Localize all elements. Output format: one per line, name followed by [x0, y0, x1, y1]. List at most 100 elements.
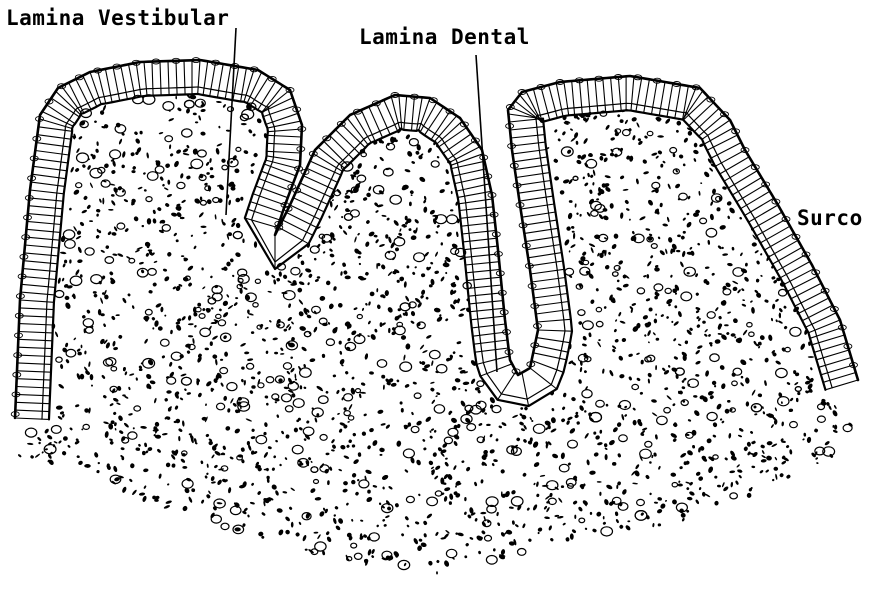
mesenchyme-dot [653, 452, 657, 457]
mesenchyme-cell [146, 197, 152, 202]
mesenchyme-dot [738, 434, 743, 437]
mesenchyme-dot [376, 524, 379, 527]
mesenchyme-dot [280, 347, 284, 351]
mesenchyme-dot [683, 163, 686, 166]
mesenchyme-dot [220, 382, 224, 387]
mesenchyme-dot [295, 532, 301, 538]
epithelial-cell-wall [17, 363, 51, 365]
mesenchyme-dot [267, 446, 272, 450]
mesenchyme-dot [709, 342, 713, 345]
epithelial-cell-wall [768, 240, 798, 257]
mesenchyme-dot [113, 397, 120, 402]
mesenchyme-dot [284, 529, 290, 535]
mesenchyme-dot [775, 360, 781, 365]
mesenchyme-dot [57, 277, 61, 284]
mesenchyme-dot [570, 137, 576, 143]
mesenchyme-dot [99, 198, 103, 203]
mesenchyme-dot [576, 159, 582, 165]
mesenchyme-dot [422, 439, 426, 443]
mesenchyme-dot [78, 136, 83, 141]
mesenchyme-cell [83, 319, 93, 327]
mesenchyme-dot [305, 268, 312, 274]
mesenchyme-dot [673, 338, 677, 342]
mesenchyme-cell [163, 102, 174, 111]
mesenchyme-dot [48, 459, 55, 466]
mesenchyme-dot [605, 454, 608, 460]
mesenchyme-dot [264, 327, 268, 330]
mesenchyme-dot [382, 487, 384, 490]
mesenchyme-cell [818, 404, 825, 410]
mesenchyme-dot [600, 153, 607, 157]
mesenchyme-dot [403, 355, 406, 361]
mesenchyme-dot [726, 332, 730, 336]
mesenchyme-dot [405, 343, 410, 350]
mesenchyme-dot [422, 350, 428, 354]
mesenchyme-dot [138, 443, 142, 447]
epithelial-cell-wall [18, 355, 52, 356]
mesenchyme-dot [220, 359, 223, 361]
mesenchyme-dot [474, 481, 478, 486]
mesenchyme-cell [255, 279, 260, 283]
mesenchyme-dot [478, 422, 483, 426]
epithelial-cell-wall [749, 205, 778, 222]
mesenchyme-dot [491, 463, 495, 467]
mesenchyme-dot [357, 162, 363, 169]
mesenchyme-dot [337, 517, 344, 524]
mesenchyme-dot [136, 246, 143, 250]
mesenchyme-dot [212, 354, 218, 359]
mesenchyme-dot [796, 398, 799, 402]
epithelial-cell-wall [741, 191, 770, 208]
mesenchyme-dot [257, 370, 262, 375]
mesenchyme-dot [457, 298, 460, 304]
mesenchyme-dot [573, 132, 579, 139]
mesenchyme-dot [317, 276, 321, 279]
mesenchyme-dot [426, 334, 433, 339]
mesenchyme-dot [659, 249, 666, 256]
mesenchyme-cell [657, 416, 668, 424]
mesenchyme-dot [681, 517, 685, 521]
mesenchyme-dot [651, 152, 658, 156]
mesenchyme-dot [281, 430, 285, 434]
mesenchyme-dot [542, 485, 549, 487]
mesenchyme-cell [751, 404, 761, 412]
mesenchyme-dot [624, 405, 628, 408]
mesenchyme-dot [161, 355, 165, 359]
mesenchyme-dot [722, 482, 726, 488]
mesenchyme-dot [458, 367, 462, 369]
mesenchyme-dot [302, 534, 307, 541]
mesenchyme-dot [832, 409, 839, 417]
mesenchyme-dot [257, 490, 262, 495]
mesenchyme-dot [318, 510, 325, 517]
mesenchyme-dot [571, 529, 576, 534]
mesenchyme-dot [212, 335, 219, 341]
mesenchyme-dot [351, 376, 355, 380]
mesenchyme-dot [291, 522, 294, 528]
mesenchyme-dot [247, 310, 250, 314]
mesenchyme-dot [501, 421, 507, 426]
mesenchyme-dot [405, 216, 408, 221]
mesenchyme-dot [261, 338, 266, 342]
mesenchyme-dot [132, 305, 135, 309]
mesenchyme-dot [751, 242, 757, 247]
mesenchyme-dot [603, 498, 609, 505]
mesenchyme-dot [532, 504, 538, 511]
mesenchyme-dot [303, 386, 306, 389]
mesenchyme-dot [425, 416, 432, 423]
mesenchyme-dot [56, 405, 63, 410]
epithelial-cell-wall [466, 269, 500, 272]
mesenchyme-cell [390, 195, 401, 204]
mesenchyme-dot [334, 204, 339, 211]
mesenchyme-cell [591, 211, 598, 217]
mesenchyme-dot [104, 294, 109, 299]
mesenchyme-dot [727, 400, 731, 403]
mesenchyme-dot [426, 266, 430, 270]
epithelial-cell-wall [667, 83, 673, 117]
mesenchyme-dot [375, 210, 379, 214]
mesenchyme-dot [559, 190, 564, 195]
mesenchyme-dot [621, 414, 625, 421]
mesenchyme-dot [102, 105, 107, 112]
mesenchyme-dot [436, 156, 439, 159]
mesenchyme-dot [649, 492, 652, 495]
lamina-vestibular-label: Lamina Vestibular [6, 6, 229, 30]
mesenchyme-dot [383, 524, 387, 528]
